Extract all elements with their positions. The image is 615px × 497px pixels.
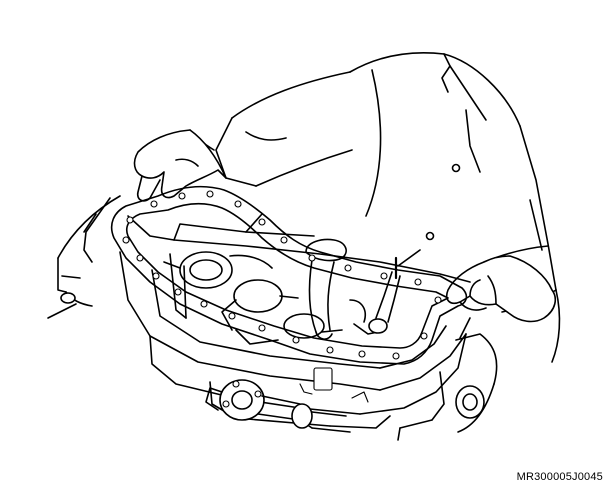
axle-housing	[205, 379, 351, 433]
transmission-housing	[397, 317, 498, 441]
mechanic-torso	[231, 52, 561, 363]
figure-code-label: MR300005J0045	[516, 471, 603, 483]
engine-block-flange	[127, 213, 471, 283]
left-sleeve	[189, 117, 353, 187]
left-glove	[133, 129, 227, 202]
crankshaft-area	[163, 251, 379, 345]
pan-detail-marks	[299, 367, 369, 403]
oil-pan-gasket	[110, 185, 468, 365]
vehicle-body-panel	[47, 195, 121, 319]
gasket-bolt-holes	[122, 190, 442, 360]
